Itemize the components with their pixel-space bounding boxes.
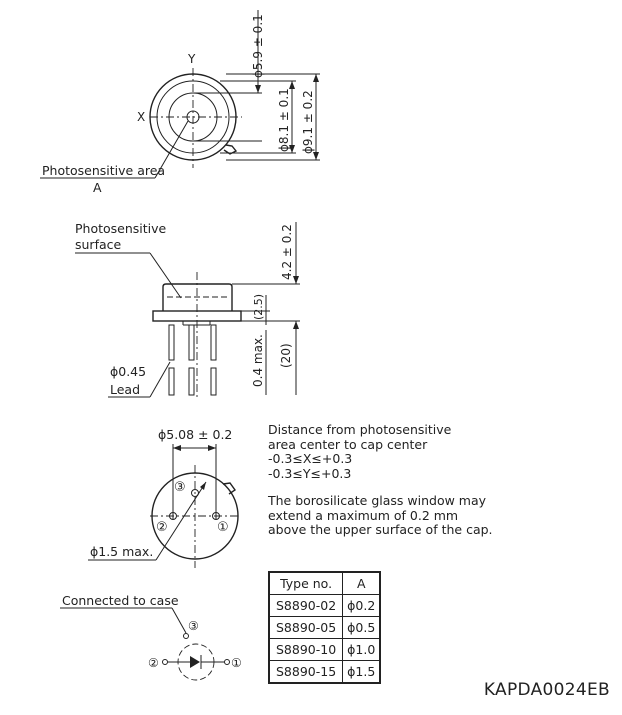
pitch-arrow-left (173, 445, 181, 451)
lead-diameter-label: ϕ0.45 (110, 364, 146, 379)
schematic-pin3-number: ③ (188, 619, 199, 633)
table-row: S8890-05 ϕ0.5 (268, 616, 381, 639)
tab-diameter-leader (162, 481, 207, 550)
dim-large-label: ϕ9.1 ± 0.2 (301, 90, 315, 154)
axis-x-label: X (137, 110, 145, 124)
tab-callout-tail (155, 548, 164, 561)
bottom-tab (222, 482, 236, 495)
a-value-cell: ϕ1.5 (342, 660, 381, 684)
drawing-code: KAPDA0024EB (483, 680, 610, 700)
dim-large-arrow-top (313, 74, 319, 82)
dim-large-arrow-bottom (313, 152, 319, 160)
dim-flange-label: (2.5) (252, 294, 265, 320)
lead-left-upper (168, 324, 175, 361)
pin-hole-1 (212, 512, 220, 520)
photosensitive-area-symbol: A (93, 180, 102, 195)
table-row: S8890-15 ϕ1.5 (268, 660, 381, 684)
pitch-label: ϕ5.08 ± 0.2 (158, 427, 232, 442)
top-view: Y X ϕ5.9 ± 0.1 ϕ8.1 ± 0.1 ϕ9.1 ± 0.2 Pho… (40, 10, 320, 195)
note-line-7: above the upper surface of the cap. (268, 522, 493, 537)
schematic-pin2-number: ② (148, 656, 159, 670)
photosensitive-area-label: Photosensitive area (42, 163, 165, 178)
schematic-pin3-terminal (183, 633, 189, 639)
table-row: S8890-10 ϕ1.0 (268, 638, 381, 661)
tab-diameter-label: ϕ1.5 max. (90, 544, 153, 559)
lead-callout-leader (149, 361, 171, 398)
surface-callout-line1: Photosensitive (75, 221, 167, 236)
side-view: Photosensitive surface ϕ0.45 Lead 4 (75, 221, 300, 400)
dim-small-label: ϕ5.9 ± 0.1 (251, 14, 265, 78)
note-line-4: -0.3≤Y≤+0.3 (268, 465, 352, 481)
photodiode-icon (190, 656, 200, 668)
bottom-pin2-number: ② (156, 520, 168, 535)
lead-right-lower (210, 367, 217, 396)
type-no-cell: S8890-15 (268, 660, 344, 684)
dim-mid-arrow-bottom (289, 145, 295, 153)
type-no-cell: S8890-02 (268, 594, 344, 617)
lead-mid-upper (188, 324, 195, 361)
note-line-1: Distance from photosensitive (268, 422, 452, 437)
dim-leads-label: (20) (279, 343, 293, 368)
connected-to-case-label: Connected to case (62, 593, 179, 608)
a-value-cell: ϕ0.2 (342, 594, 381, 617)
lead-left-lower (168, 367, 175, 396)
table-row: S8890-02 ϕ0.2 (268, 594, 381, 617)
dim-window-label: 0.4 max. (251, 334, 265, 387)
tab-diameter-arrow (200, 482, 206, 490)
lead-mid-lower (188, 367, 195, 396)
header-a: A (342, 571, 381, 595)
lead-label: Lead (110, 382, 140, 397)
dim-mid-arrow-top (289, 81, 295, 89)
note-line-6: extend a maximum of 0.2 mm (268, 507, 459, 523)
type-table-header: Type no. A (268, 571, 381, 595)
bottom-pin1-number: ① (217, 520, 229, 535)
schematic: Connected to case ③ ② ① (60, 593, 242, 681)
dim-height-arrow (293, 276, 299, 284)
pin-hole-2 (169, 512, 177, 520)
bottom-pin3-number: ③ (174, 480, 186, 495)
callout-leader (154, 120, 189, 179)
dim-small-arrow (255, 85, 261, 93)
note-line-5: The borosilicate glass window may (268, 493, 487, 508)
notes-block: Distance from photosensitive area center… (268, 422, 508, 538)
a-value-cell: ϕ0.5 (342, 616, 381, 639)
pitch-arrow-right (208, 445, 216, 451)
type-table: Type no. A S8890-02 ϕ0.2 S8890-05 ϕ0.5 S… (268, 571, 382, 684)
schematic-pin1-terminal (224, 659, 230, 665)
dim-leads-arrow (293, 321, 299, 329)
surface-callout-leader (149, 252, 182, 299)
note-line-2: area center to cap center (268, 436, 428, 452)
schematic-pin2-terminal (162, 659, 168, 665)
dim-mid-label: ϕ8.1 ± 0.1 (277, 88, 291, 152)
a-value-cell: ϕ1.0 (342, 638, 381, 661)
lead-right-upper (210, 324, 217, 361)
surface-callout-line2: surface (75, 237, 122, 252)
side-cap-body (162, 283, 233, 311)
schematic-pin1-number: ① (231, 656, 242, 670)
schematic-callout-leader (171, 607, 187, 634)
header-type-no: Type no. (268, 571, 344, 595)
dim-height-label: 4.2 ± 0.2 (280, 224, 294, 280)
bottom-view: ϕ5.08 ± 0.2 ② ① ③ ϕ1.5 max. (88, 427, 240, 568)
type-no-cell: S8890-10 (268, 638, 344, 661)
axis-y-label: Y (187, 52, 196, 66)
type-no-cell: S8890-05 (268, 616, 344, 639)
note-line-3: -0.3≤X≤+0.3 (268, 451, 353, 466)
